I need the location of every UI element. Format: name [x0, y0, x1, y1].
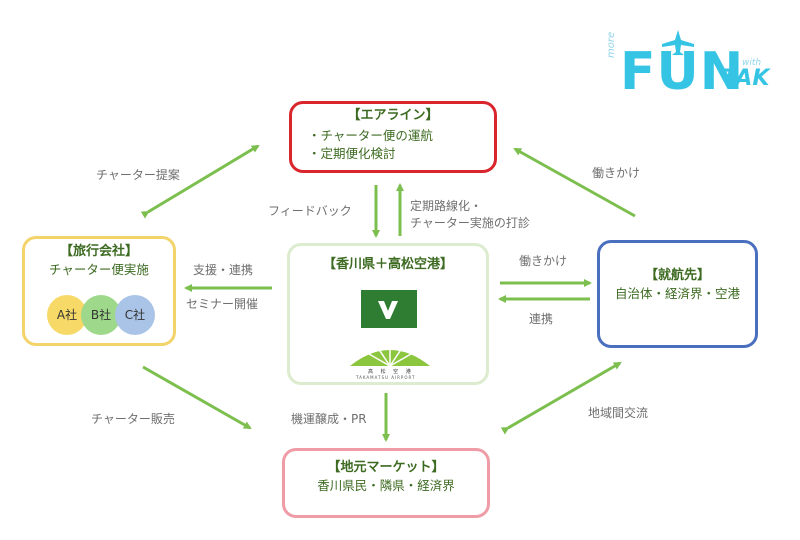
market-title: 【地元マーケット】 — [327, 460, 445, 475]
market-subtitle: 香川県民・隣県・経済界 — [317, 478, 455, 493]
travel-title: 【旅行会社】 — [59, 244, 138, 259]
destination-subtitle: 自治体・経済界・空港 — [614, 286, 740, 301]
label-promotion: 機運醸成・PR — [291, 412, 367, 426]
destination-title: 【就航先】 — [644, 268, 710, 283]
label-regularization-2: チャーター実施の打診 — [410, 216, 530, 230]
airport-logo-icon — [350, 343, 430, 367]
label-support: 支援・連携 — [193, 263, 254, 277]
label-feedback: フィードバック — [268, 204, 352, 218]
kagawa-airport-box: 【香川県＋高松空港】 高 松 空 港 TAKAMATSU AIRPORT — [287, 243, 489, 385]
arrow-travel-airline — [140, 144, 260, 219]
brand-fun: FUN — [620, 42, 745, 102]
airline-title: 【エアライン】 — [347, 108, 439, 123]
airport-logo-ja: 高 松 空 港 — [368, 369, 414, 375]
arrow-dest-to-airline — [513, 147, 636, 218]
brand-more: more — [606, 31, 617, 58]
local-market-box: 【地元マーケット】 香川県民・隣県・経済界 — [282, 448, 490, 518]
label-regularization-1: 定期路線化・ — [410, 199, 483, 213]
kagawa-emblem-icon — [361, 290, 417, 328]
airplane-icon — [662, 30, 694, 55]
airline-box: 【エアライン】 ・チャーター便の運航 ・定期便化検討 — [289, 101, 497, 173]
brand-tak: TAK — [722, 66, 770, 91]
airport-logo-en: TAKAMATSU AIRPORT — [356, 375, 416, 380]
company-b-circle: B社 — [81, 295, 121, 335]
label-regional-exchange: 地域間交流 — [588, 406, 649, 420]
destination-box: 【就航先】 自治体・経済界・空港 — [597, 240, 758, 348]
label-approach-mid: 働きかけ — [519, 254, 568, 268]
company-c-circle: C社 — [115, 295, 155, 335]
travel-subtitle: チャーター便実施 — [49, 262, 149, 277]
arrow-travel-to-market — [142, 365, 252, 430]
arrow-market-dest — [500, 361, 622, 435]
label-seminar: セミナー開催 — [186, 297, 259, 311]
brand-with: with — [742, 58, 762, 68]
airline-item: ・チャーター便の運航 — [308, 128, 433, 143]
label-charter-proposal: チャーター提案 — [96, 168, 180, 182]
label-charter-sales: チャーター販売 — [91, 412, 175, 426]
company-a-circle: A社 — [47, 295, 87, 335]
label-approach-top: 働きかけ — [592, 166, 641, 180]
travel-company-box: 【旅行会社】 チャーター便実施 A社 B社 C社 — [22, 236, 176, 346]
airline-item: ・定期便化検討 — [308, 146, 396, 161]
label-cooperation: 連携 — [529, 312, 554, 326]
kagawa-title: 【香川県＋高松空港】 — [322, 257, 453, 272]
